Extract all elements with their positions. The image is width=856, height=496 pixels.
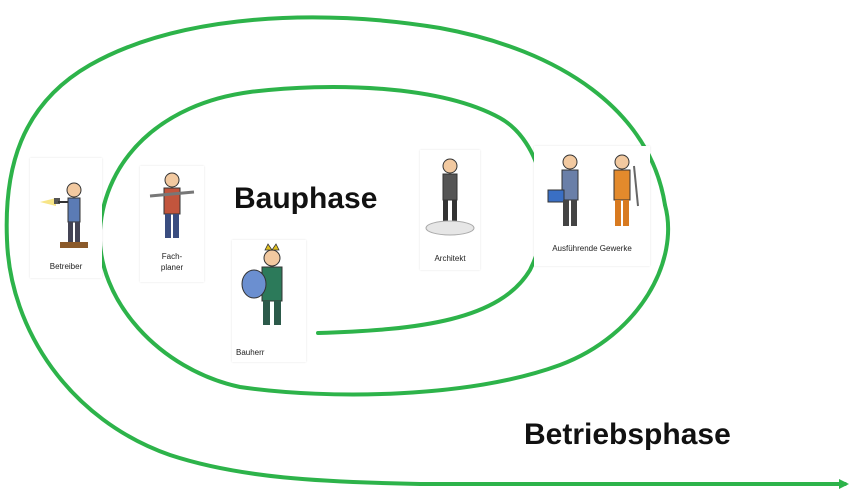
architekt-card: Architekt: [420, 150, 480, 270]
architekt-label: Architekt: [434, 254, 466, 263]
fachplaner-label-line1: Fach-: [161, 252, 183, 261]
fachplaner-card: Fach- planer: [140, 166, 204, 282]
craftsmen-with-tools-icon: [547, 154, 639, 226]
planner-with-tools-icon: [149, 172, 195, 238]
bauphase-label: Bauphase: [234, 182, 378, 215]
betriebsphase-label: Betriebsphase: [524, 418, 731, 451]
bauherr-label: Bauherr: [236, 348, 265, 357]
architect-on-cloud-icon: [425, 158, 475, 236]
worker-flashlight-icon: [40, 182, 88, 248]
bauherr-card: Bauherr: [232, 240, 306, 362]
fachplaner-label-line2: planer: [160, 263, 184, 272]
outer-spiral-path: [4, 15, 849, 489]
gewerke-label: Ausführende Gewerke: [552, 244, 632, 253]
betreiber-card: Betreiber: [30, 158, 102, 278]
betreiber-label: Betreiber: [49, 262, 83, 271]
gewerke-card: Ausführende Gewerke: [534, 146, 650, 266]
client-with-money-bag-icon: [241, 243, 283, 325]
